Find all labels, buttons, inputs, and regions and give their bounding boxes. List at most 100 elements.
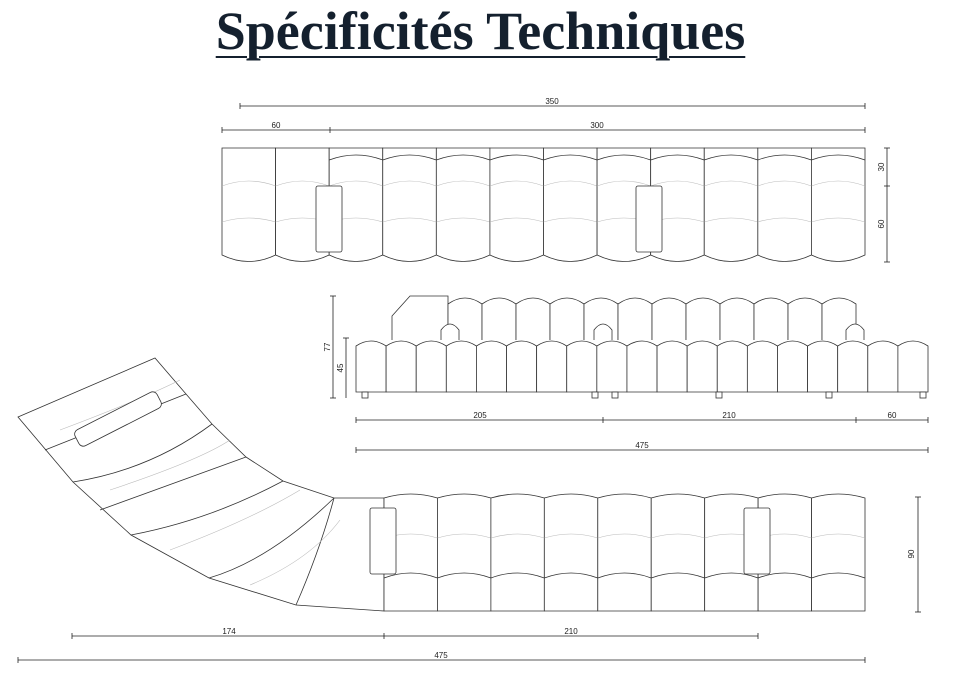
curved-armrest-angled <box>74 391 162 447</box>
top-view-module-backrest-edge <box>329 154 383 161</box>
top-view-module-backrest-edge <box>596 154 651 161</box>
curved-armrest-1 <box>369 507 397 575</box>
curved-view-module-seamline <box>544 533 598 539</box>
side-view-seat-cushion <box>867 340 899 393</box>
side-view-seat-cushion <box>656 340 688 393</box>
top-view-module-backrest-edge <box>811 154 866 161</box>
top-view-module-backrest-edge <box>489 154 544 161</box>
side-view-seat-cushion <box>476 340 507 393</box>
top-view-module-backline <box>543 180 598 187</box>
curved-armrest-2 <box>743 507 771 575</box>
side-view-seat-cushion <box>355 340 387 393</box>
side-view-foot <box>361 391 369 399</box>
side-view-seat-cushion <box>746 340 778 393</box>
top-view-module-backline <box>704 180 758 187</box>
dim-side-total-height: 77 <box>323 342 332 351</box>
curved-view-module <box>543 493 599 612</box>
top-view-module-seamline <box>811 217 866 223</box>
top-view-armrest-left <box>315 185 343 253</box>
side-view-seat-cushion <box>506 340 538 393</box>
side-view-seat-cushion <box>626 340 658 393</box>
side-view-seat-cushion <box>777 340 808 393</box>
top-view-module-backline <box>489 180 544 187</box>
side-view-seat-cushion <box>445 340 477 393</box>
curved-view-module-front-edge <box>490 572 545 579</box>
top-view-modules <box>221 147 866 262</box>
side-view-seat-cushion <box>566 340 598 393</box>
side-view-foot <box>715 391 723 399</box>
top-view-module <box>703 147 759 262</box>
top-view-module-backline <box>811 180 866 187</box>
side-view-foot <box>825 391 833 399</box>
curved-view-module <box>437 493 492 612</box>
curved-view-module-front-edge <box>597 572 652 579</box>
dim-top-total-width: 350 <box>545 97 559 106</box>
side-view-armrest-1 <box>440 323 460 340</box>
curved-view: 174 210 475 90 <box>17 357 921 663</box>
side-view-seat-cushion <box>807 340 839 393</box>
side-view-backrests <box>391 295 857 340</box>
side-view-feet <box>361 391 927 399</box>
curved-view-module-seamline <box>811 533 866 539</box>
top-view-module-backline <box>275 180 330 187</box>
top-view-module-backrest-edge <box>436 154 491 161</box>
side-view-foot <box>591 391 599 399</box>
top-view-module-seamline <box>704 217 758 223</box>
side-view-backrest <box>515 297 551 340</box>
side-view-backrest <box>481 297 517 340</box>
curved-view-module-front-edge <box>437 572 492 579</box>
top-view-module-seamline <box>436 217 491 223</box>
side-view-seat-cushion <box>837 340 869 393</box>
dim-side-seat-height: 45 <box>336 363 345 372</box>
side-view-backrest <box>549 297 585 340</box>
dim-top-center-run: 300 <box>590 121 604 130</box>
top-view: 350 60 300 30 60 <box>221 97 890 263</box>
curved-view-module-front-edge <box>757 572 812 579</box>
dim-side-segment-c: 60 <box>888 411 897 420</box>
curved-view-module-front-edge <box>704 572 759 579</box>
top-view-module <box>435 147 491 262</box>
curved-view-straight-modules <box>383 493 866 612</box>
side-view-backrest <box>719 297 755 340</box>
top-view-module <box>382 147 437 262</box>
dim-side-segment-a: 205 <box>473 411 487 420</box>
curved-view-module <box>650 493 706 612</box>
curved-view-module <box>597 493 652 612</box>
dim-straight-section: 210 <box>564 627 578 636</box>
side-view-seat-cushion <box>596 340 628 393</box>
side-view-seat-cushion <box>716 340 748 393</box>
side-view-seat-cushion <box>415 340 447 393</box>
side-view-backrest <box>787 297 823 340</box>
top-view-module-backline <box>596 180 651 187</box>
curved-view-module <box>811 493 866 612</box>
top-view-module-seamline <box>221 217 276 223</box>
side-view-back-end <box>391 295 449 340</box>
curved-view-module-seamline <box>490 533 545 539</box>
dim-curved-section: 174 <box>222 627 236 636</box>
top-view-module-backline <box>221 180 276 187</box>
top-view-module-seamline <box>489 217 544 223</box>
side-view-seats <box>355 340 929 393</box>
side-view-seat-cushion <box>536 340 568 393</box>
top-view-module-backline <box>650 180 705 187</box>
dim-curved-depth: 90 <box>907 549 916 558</box>
dim-top-back-depth: 30 <box>877 162 886 171</box>
dim-curved-total-length: 475 <box>434 651 448 660</box>
side-view-armrest-2 <box>593 323 613 340</box>
top-view-module-seamline <box>543 217 598 223</box>
side-view-backrest <box>753 297 789 340</box>
top-view-module <box>811 147 866 262</box>
side-view-seat-cushion <box>385 340 417 393</box>
curved-view-module-seamline <box>651 533 705 539</box>
side-view-foot <box>919 391 927 399</box>
curved-section-outline <box>17 357 385 612</box>
top-view-module-seamline <box>382 217 437 223</box>
curved-view-module-front-edge <box>383 572 438 579</box>
top-view-armrest-right <box>635 185 663 253</box>
dim-side-total-length: 475 <box>635 441 649 450</box>
dim-top-end-module: 60 <box>272 121 281 130</box>
top-view-module <box>221 147 276 262</box>
side-view-backrest <box>685 297 721 340</box>
curved-view-module <box>490 493 545 612</box>
